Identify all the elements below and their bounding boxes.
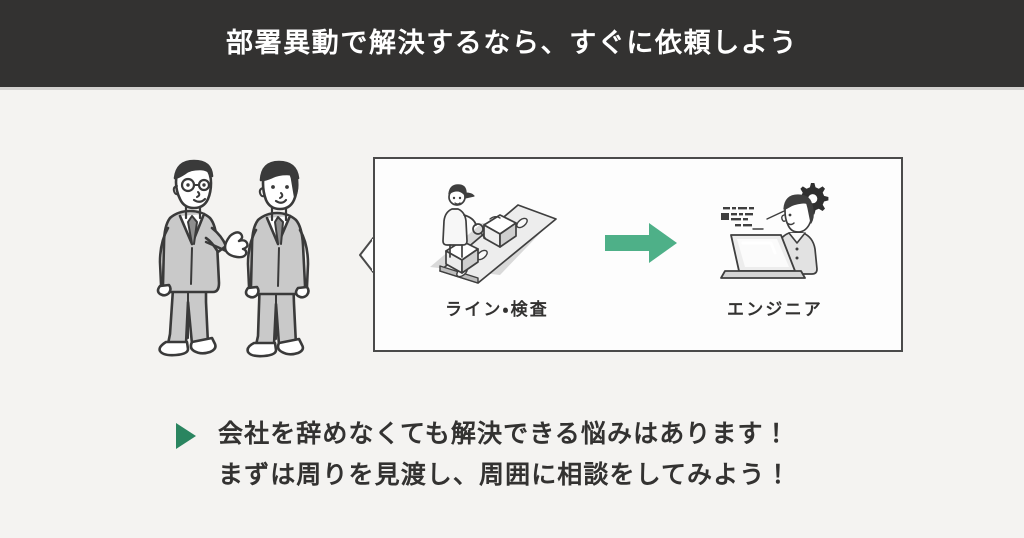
summary-message-text: 会社を辞めなくても解決できる悩みはあります！ まずは周りを見渡し、周囲に相談をし…	[218, 414, 791, 495]
left-person-group	[156, 159, 249, 357]
triangle-bullet-icon	[176, 423, 196, 449]
code-snippet-graphic	[721, 207, 754, 227]
businessmen-svg	[156, 159, 310, 358]
summary-message: 会社を辞めなくても解決できる悩みはあります！ まずは周りを見渡し、周囲に相談をし…	[176, 414, 936, 495]
right-person-group	[244, 160, 310, 358]
panel-step-label-engineer: エンジニア	[727, 300, 823, 319]
businessmen-illustration	[148, 152, 338, 364]
arrow-shape	[605, 223, 677, 263]
header-bar: 部署異動で解決するなら、すぐに依頼しよう	[0, 0, 1024, 87]
page-title: 部署異動で解決するなら、すぐに依頼しよう	[226, 28, 798, 59]
panel-step-line-inspection: ライン・検査	[397, 177, 597, 337]
summary-line-1: 会社を辞めなくても解決できる悩みはあります！	[218, 420, 790, 448]
magnifier-icon	[472, 223, 484, 235]
package-box-2	[483, 214, 517, 248]
career-transition-panel: ライン・検査	[373, 157, 903, 352]
inspector-worker	[442, 184, 486, 258]
header-divider	[0, 87, 1024, 90]
panel-step-label-line-inspection: ライン・検査	[445, 300, 549, 319]
panel-step-engineer: エンジニア	[675, 177, 875, 337]
right-arrow-icon	[603, 221, 679, 265]
engineer-illustration	[675, 177, 875, 289]
conveyor-belt-illustration	[397, 177, 597, 289]
laptop-icon	[720, 234, 806, 279]
notch-shape	[359, 236, 375, 274]
summary-line-2: まずは周りを見渡し、周囲に相談をしてみよう！	[218, 460, 792, 489]
